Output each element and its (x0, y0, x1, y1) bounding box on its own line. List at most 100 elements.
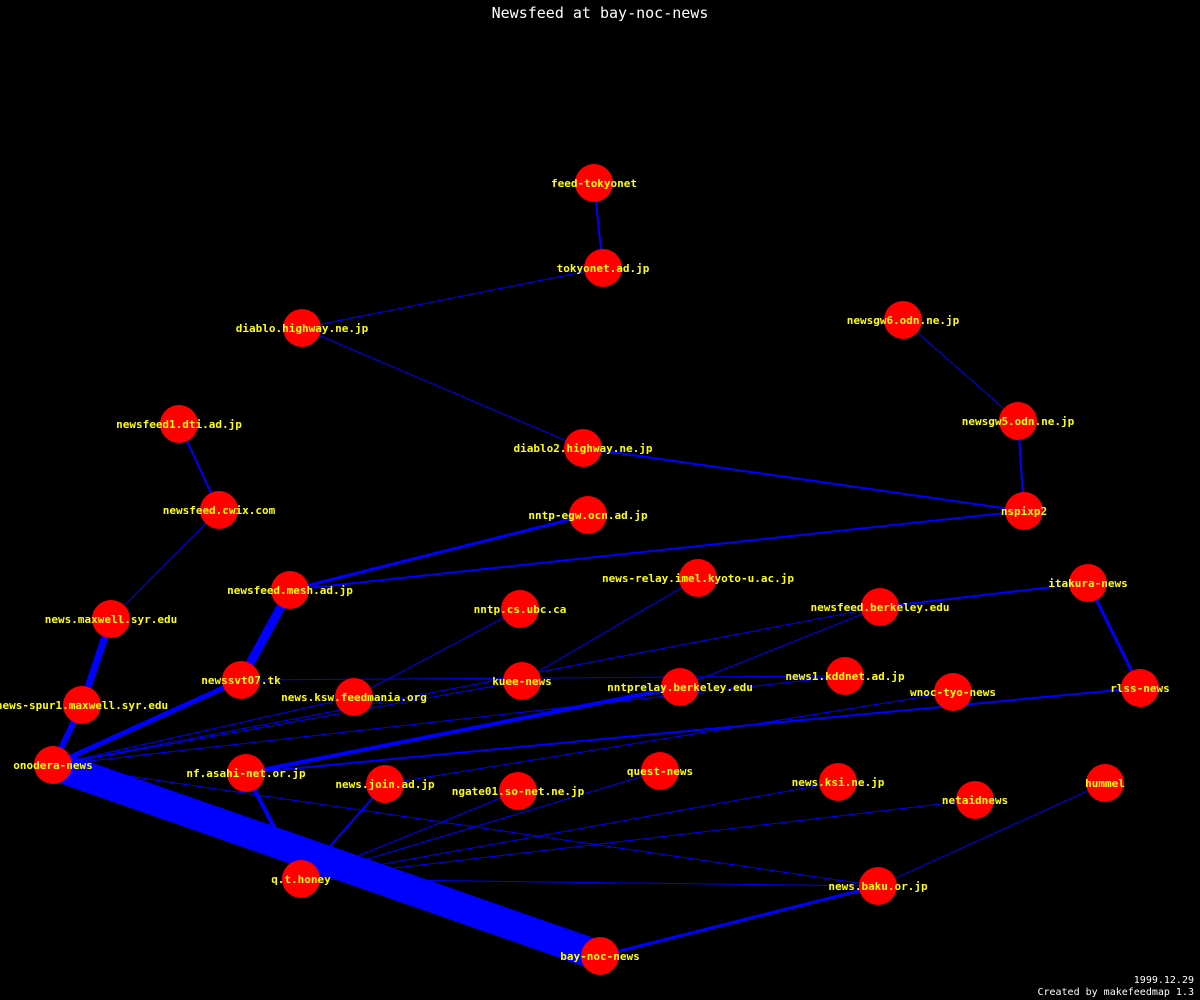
edge-news-ksi-ne-jp-to-q-t-honey (300, 781, 839, 880)
edge-quest-news-to-q-t-honey (300, 770, 661, 880)
edge-nspixp2-to-newsfeed-mesh-ad-jp (289, 510, 1025, 591)
node-label-news-join-ad-jp: news.join.ad.jp (335, 778, 435, 791)
edge-news-relay-imel-kyoto-u-ac-jp-to-kuee-news (521, 577, 699, 682)
edge-itakura-news-to-newsfeed-berkeley-edu (879, 582, 1089, 608)
edge-newsfeed-cwix-com-to-news-maxwell-syr-edu (110, 509, 220, 620)
node-quest-news (641, 752, 679, 790)
footer-credit: Created by makefeedmap 1.3 (1037, 987, 1194, 998)
node-label-nspixp2: nspixp2 (1001, 505, 1047, 518)
node-label-news-ksw-feedmania-org: news.ksw.feedmania.org (281, 691, 427, 704)
edge-newsgw6-odn-ne-jp-to-newsgw5-odn-ne-jp (902, 319, 1019, 422)
node-q-t-honey (282, 860, 320, 898)
node-label-news-ksi-ne-jp: news.ksi.ne.jp (792, 776, 885, 789)
node-label-newsfeed-mesh-ad-jp: newsfeed.mesh.ad.jp (227, 584, 353, 597)
node-bay-noc-news (581, 937, 619, 975)
node-tokyonet-ad-jp (584, 249, 622, 287)
node-label-nf-asahi-net-or-jp: nf.asahi-net.or.jp (186, 767, 306, 780)
node-label-nntp-cs-ubc-ca: nntp.cs.ubc.ca (474, 603, 567, 616)
node-news-baku-or-jp (859, 867, 897, 905)
edge-q-t-honey-to-news-baku-or-jp (300, 878, 879, 887)
node-label-newsfeed1-dti-ad-jp: newsfeed1.dti.ad.jp (116, 418, 242, 431)
node-label-wnoc-tyo-news: wnoc-tyo-news (910, 686, 996, 699)
node-feed-tokyonet (575, 164, 613, 202)
page-title: Newsfeed at bay-noc-news (491, 4, 709, 22)
edge-nntp-egw-ocn-ad-jp-to-newsfeed-mesh-ad-jp (289, 513, 589, 592)
node-label-diablo-highway-ne-jp: diablo.highway.ne.jp (236, 322, 369, 335)
node-diablo-highway-ne-jp (283, 309, 321, 347)
edge-netaidnews-to-q-t-honey (300, 799, 976, 880)
node-label-ngate01-so-net-ne-jp: ngate01.so-net.ne.jp (452, 785, 585, 798)
node-label-newsfeed-cwix-com: newsfeed.cwix.com (163, 504, 276, 517)
node-news-spur1-maxwell-syr-edu (63, 686, 101, 724)
edge-news-join-ad-jp-to-q-t-honey (300, 783, 386, 880)
node-kuee-news (503, 662, 541, 700)
edge-onodera-news-to-news-baku-or-jp (52, 764, 879, 887)
node-netaidnews (956, 781, 994, 819)
node-nntp-cs-ubc-ca (501, 590, 539, 628)
node-newsfeed-berkeley-edu (861, 588, 899, 626)
edge-newsfeed-berkeley-edu-to-onodera-news (52, 606, 881, 766)
edges-layer (48, 182, 1142, 971)
edge-news-ksw-feedmania-org-to-onodera-news (52, 696, 355, 766)
node-label-news-baku-or-jp: news.baku.or.jp (828, 880, 928, 893)
node-newsfeed-mesh-ad-jp (271, 571, 309, 609)
edge-newssvt07-tk-to-onodera-news (51, 677, 243, 768)
node-wnoc-tyo-news (934, 673, 972, 711)
node-label-kuee-news: kuee-news (492, 675, 552, 688)
node-label-nntprelay-berkeley-edu: nntprelay.berkeley.edu (607, 681, 753, 694)
node-label-hummel: hummel (1085, 777, 1125, 790)
node-news-ksw-feedmania-org (335, 678, 373, 716)
edge-newsfeed-berkeley-edu-to-nntprelay-berkeley-edu (679, 606, 881, 688)
edge-newssvt07-tk-to-news1-kddnet-ad-jp (240, 675, 846, 681)
edge-wnoc-tyo-news-to-news-join-ad-jp (384, 691, 954, 785)
node-hummel (1086, 764, 1124, 802)
edge-news1-kddnet-ad-jp-to-onodera-news (52, 675, 846, 766)
node-label-newsfeed-berkeley-edu: newsfeed.berkeley.edu (810, 601, 949, 614)
node-nspixp2 (1005, 492, 1043, 530)
edge-ngate01-so-net-ne-jp-to-q-t-honey (300, 790, 519, 880)
node-label-bay-noc-news: bay-noc-news (560, 950, 639, 963)
node-label-rlss-news: rlss-news (1110, 682, 1170, 695)
edge-nntp-cs-ubc-ca-to-news-ksw-feedmania-org (353, 608, 521, 698)
node-label-newsgw6-odn-ne-jp: newsgw6.odn.ne.jp (847, 314, 960, 327)
node-label-quest-news: quest-news (627, 765, 693, 778)
node-label-newssvt07-tk: newssvt07.tk (201, 674, 281, 687)
node-onodera-news (34, 746, 72, 784)
node-label-feed-tokyonet: feed-tokyonet (551, 177, 637, 190)
node-news1-kddnet-ad-jp (826, 657, 864, 695)
node-newsgw6-odn-ne-jp (884, 301, 922, 339)
node-label-tokyonet-ad-jp: tokyonet.ad.jp (557, 262, 650, 275)
nodes-layer (34, 164, 1159, 975)
node-news-join-ad-jp (366, 765, 404, 803)
edge-news-baku-or-jp-to-bay-noc-news (599, 884, 879, 958)
node-label-news1-kddnet-ad-jp: news1.kddnet.ad.jp (785, 670, 905, 683)
node-label-itakura-news: itakura-news (1048, 577, 1127, 590)
node-label-news-maxwell-syr-edu: news.maxwell.syr.edu (45, 613, 177, 626)
node-label-nntp-egw-ocn-ad-jp: nntp-egw.ocn.ad.jp (528, 509, 648, 522)
node-news-ksi-ne-jp (819, 763, 857, 801)
node-label-onodera-news: onodera-news (13, 759, 92, 772)
node-news-maxwell-syr-edu (92, 600, 130, 638)
node-news-relay-imel-kyoto-u-ac-jp (679, 559, 717, 597)
edge-diablo2-highway-ne-jp-to-nspixp2 (582, 447, 1025, 512)
edge-onodera-news-to-bay-noc-news (48, 750, 605, 971)
edge-itakura-news-to-rlss-news (1086, 582, 1142, 689)
node-rlss-news (1121, 669, 1159, 707)
node-itakura-news (1069, 564, 1107, 602)
node-diablo2-highway-ne-jp (564, 429, 602, 467)
edge-nf-asahi-net-or-jp-to-q-t-honey (244, 772, 303, 880)
node-nntp-egw-ocn-ad-jp (569, 496, 607, 534)
node-nntprelay-berkeley-edu (661, 668, 699, 706)
node-newsgw5-odn-ne-jp (999, 402, 1037, 440)
edge-rlss-news-to-nf-asahi-net-or-jp (245, 687, 1141, 774)
node-label-news-spur1-maxwell-syr-edu: news-spur1.maxwell.syr.edu (0, 699, 168, 712)
node-newsfeed-cwix-com (200, 491, 238, 529)
edge-kuee-news-to-onodera-news (52, 680, 523, 766)
labels-layer: feed-tokyonet tokyonet.ad.jp diablo.highwa… (0, 177, 1170, 963)
node-newsfeed1-dti-ad-jp (160, 405, 198, 443)
edge-hummel-to-news-baku-or-jp (877, 782, 1106, 887)
node-label-diablo2-highway-ne-jp: diablo2.highway.ne.jp (513, 442, 652, 455)
node-nf-asahi-net-or-jp (227, 754, 265, 792)
edge-tokyonet-ad-jp-to-diablo-highway-ne-jp (301, 267, 604, 329)
